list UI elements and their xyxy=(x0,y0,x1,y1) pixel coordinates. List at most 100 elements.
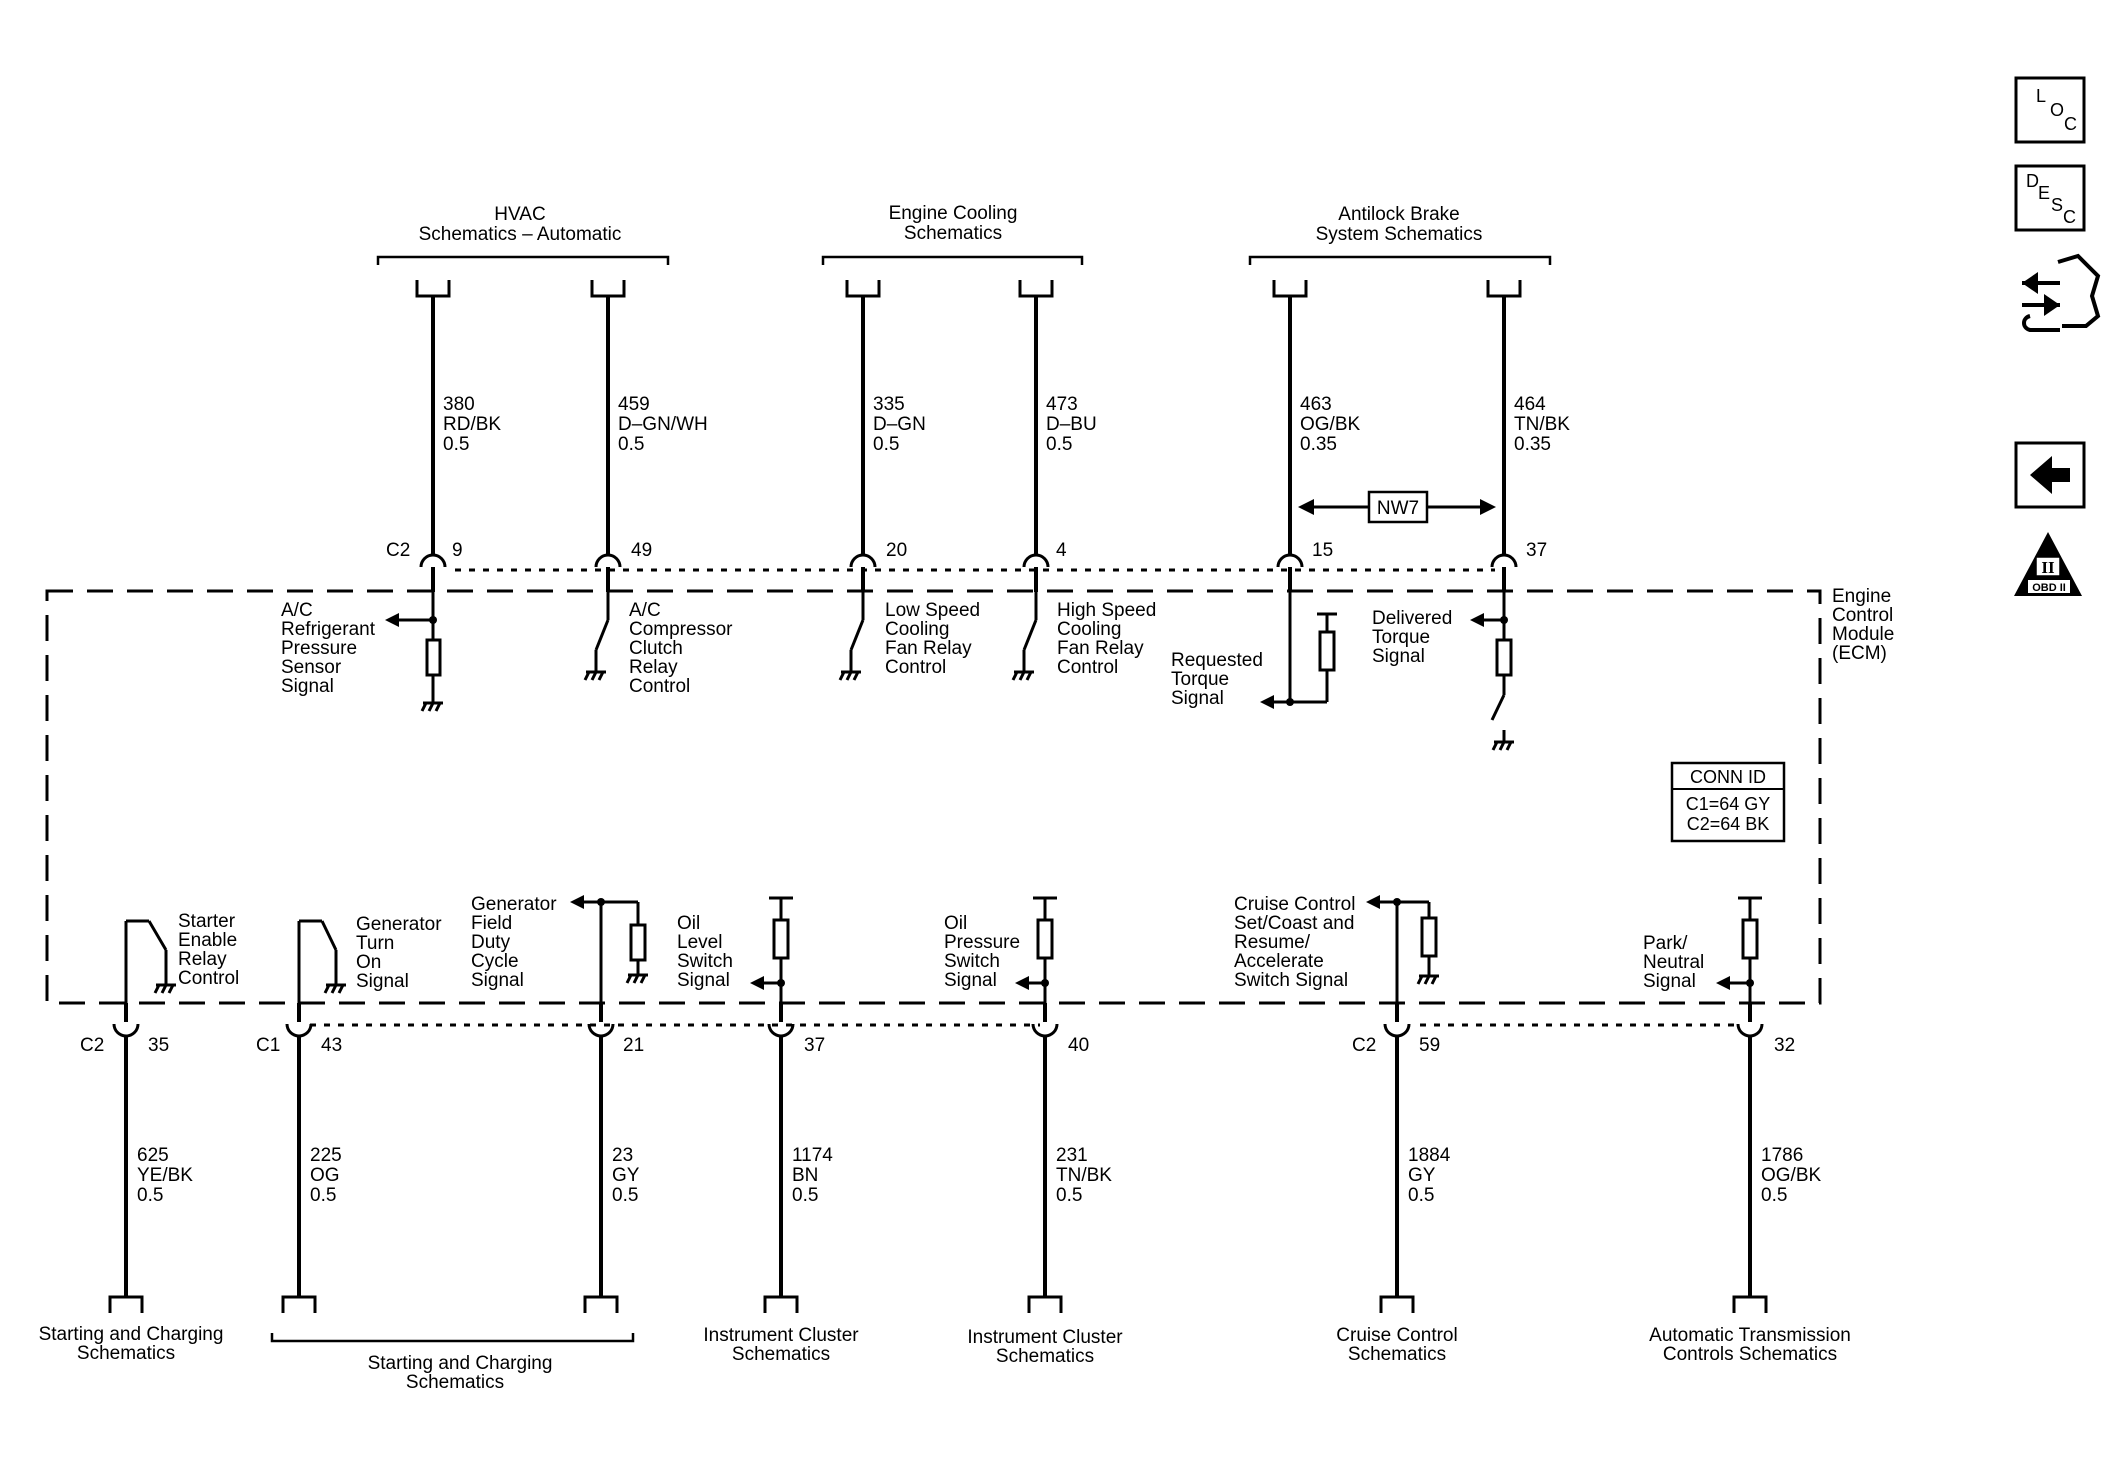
conn-id-c1: C1=64 GY xyxy=(1686,794,1771,814)
bottom-circuit-5-color: GY xyxy=(1408,1165,1436,1186)
starter-enable-switch xyxy=(124,919,176,1003)
loc-icon[interactable]: L O C xyxy=(2014,76,2086,144)
bottom-func-3-line-2: Switch xyxy=(677,951,733,972)
ecm-label-line-2: Module xyxy=(1832,624,1894,645)
top-func-5-line-1: Torque xyxy=(1372,627,1430,648)
top-circuit-0-pin: 9 xyxy=(452,540,463,561)
bottom-dest-5-line-0: Automatic Transmission xyxy=(1649,1325,1851,1346)
loc-icon-char-0: L xyxy=(2036,86,2046,106)
bottom-func-0-line-1: Enable xyxy=(178,930,237,951)
top-circuit-4-gauge: 0.35 xyxy=(1300,434,1337,455)
obd-ii-text: OBD II xyxy=(2032,582,2066,594)
bottom-circuit-0-num: 625 xyxy=(137,1145,169,1166)
bottom-func-3-line-0: Oil xyxy=(677,913,700,934)
bottom-func-1-line-2: On xyxy=(356,952,381,973)
top-circuit-3-color: D–BU xyxy=(1046,414,1097,435)
bottom-func-4-line-1: Pressure xyxy=(944,932,1020,953)
connector-tool-icon[interactable] xyxy=(2022,253,2101,332)
oil-pressure-circuit xyxy=(1027,896,1057,1003)
oil-pressure-junction xyxy=(1041,979,1049,987)
top-circuit-0-color: RD/BK xyxy=(443,414,501,435)
top-circuit-1-color: D–GN/WH xyxy=(618,414,708,435)
cruise-control-junction xyxy=(1393,898,1401,906)
bottom-dest-3-line-1: Schematics xyxy=(996,1346,1094,1367)
ecm-label-line-3: (ECM) xyxy=(1832,643,1887,664)
top-circuit-1-gauge: 0.5 xyxy=(618,434,644,455)
delivered-torque-junction xyxy=(1500,616,1508,624)
bottom-circuit-0-color: YE/BK xyxy=(137,1165,193,1186)
top-circuit-5-pin: 37 xyxy=(1526,540,1547,561)
bottom-dest-5-line-1: Controls Schematics xyxy=(1663,1344,1837,1365)
bottom-circuit-4-num: 231 xyxy=(1056,1145,1088,1166)
obd-ii-icon: II OBD II xyxy=(2014,532,2082,596)
top-func-0-line-4: Signal xyxy=(281,676,334,697)
top-func-5-line-0: Delivered xyxy=(1372,608,1452,629)
requested-torque-circuit xyxy=(1270,592,1337,704)
bottom-func-5-line-4: Switch Signal xyxy=(1234,970,1348,991)
cruise-control-circuit xyxy=(1378,900,1439,1003)
bottom-circuit-2-gauge: 0.5 xyxy=(612,1185,638,1206)
ac-pressure-arrow xyxy=(385,613,399,627)
top-group-title-0-line-1: Schematics – Automatic xyxy=(419,224,622,245)
ac-compressor-relay-switch xyxy=(583,592,610,681)
high-speed-fan-switch xyxy=(1011,592,1038,681)
back-arrow-icon[interactable] xyxy=(2014,441,2086,509)
bottom-circuit-1-conn: C1 xyxy=(256,1035,280,1056)
bottom-func-6-line-0: Park/ xyxy=(1643,933,1688,954)
loc-icon-char-2: C xyxy=(2064,114,2077,134)
top-func-1-line-2: Clutch xyxy=(629,638,683,659)
bottom-circuit-2-pin: 21 xyxy=(623,1035,644,1056)
top-group-title-2-line-1: System Schematics xyxy=(1316,224,1483,245)
top-func-2-line-3: Control xyxy=(885,657,946,678)
conn-id-c2: C2=64 BK xyxy=(1687,814,1770,834)
bottom-func-2-line-3: Cycle xyxy=(471,951,519,972)
bottom-pin-arcs xyxy=(112,1023,1764,1038)
oil-level-arrow xyxy=(750,976,764,990)
delivered-torque-circuit xyxy=(1480,592,1514,751)
bottom-dest-0-line-0: Starting and Charging xyxy=(39,1324,224,1345)
ecm-label-line-1: Control xyxy=(1832,605,1893,626)
bottom-func-1-line-1: Turn xyxy=(356,933,394,954)
top-circuit-2-gauge: 0.5 xyxy=(873,434,899,455)
ecm-boundary xyxy=(45,589,1822,1005)
bottom-func-5-line-2: Resume/ xyxy=(1234,932,1311,953)
top-func-1-line-1: Compressor xyxy=(629,619,733,640)
top-group-title-1-line-0: Engine Cooling xyxy=(889,203,1018,224)
ac-pressure-sensor-circuit xyxy=(395,592,443,712)
top-circuit-3-pin: 4 xyxy=(1056,540,1067,561)
top-func-3-line-3: Control xyxy=(1057,657,1118,678)
bottom-dest-1-line-1: Schematics xyxy=(406,1372,504,1393)
bottom-circuit-1-gauge: 0.5 xyxy=(310,1185,336,1206)
bottom-func-2-line-2: Duty xyxy=(471,932,511,953)
connector-dotted-lines xyxy=(310,568,1735,1027)
bottom-circuit-5-gauge: 0.5 xyxy=(1408,1185,1434,1206)
top-func-4-line-2: Signal xyxy=(1171,688,1224,709)
bottom-circuit-2-color: GY xyxy=(612,1165,640,1186)
top-func-0-line-0: A/C xyxy=(281,600,313,621)
top-circuit-4-color: OG/BK xyxy=(1300,414,1361,435)
bottom-dest-4-line-1: Schematics xyxy=(1348,1344,1446,1365)
requested-torque-junction xyxy=(1286,698,1294,706)
bottom-func-6-line-1: Neutral xyxy=(1643,952,1704,973)
desc-icon-char-1: E xyxy=(2038,183,2050,203)
conn-id-title: CONN ID xyxy=(1690,767,1766,787)
top-func-0-line-2: Pressure xyxy=(281,638,357,659)
desc-icon[interactable]: D E S C xyxy=(2014,164,2086,232)
top-func-3-line-2: Fan Relay xyxy=(1057,638,1144,659)
nw7-marker: NW7 xyxy=(1298,490,1496,524)
park-neutral-arrow xyxy=(1716,976,1730,990)
bottom-func-2-line-4: Signal xyxy=(471,970,524,991)
bottom-circuit-1-pin: 43 xyxy=(321,1035,342,1056)
bottom-dest-2-line-0: Instrument Cluster xyxy=(703,1325,859,1346)
bottom-func-2-line-1: Field xyxy=(471,913,512,934)
top-circuit-4-pin: 15 xyxy=(1312,540,1333,561)
bottom-func-1-line-3: Signal xyxy=(356,971,409,992)
top-wires xyxy=(431,296,1506,555)
bottom-func-3-line-1: Level xyxy=(677,932,722,953)
top-circuit-5-gauge: 0.35 xyxy=(1514,434,1551,455)
low-speed-fan-switch xyxy=(838,592,865,681)
top-func-1-line-4: Control xyxy=(629,676,690,697)
oil-level-circuit xyxy=(762,896,793,1003)
bottom-func-3-line-3: Signal xyxy=(677,970,730,991)
